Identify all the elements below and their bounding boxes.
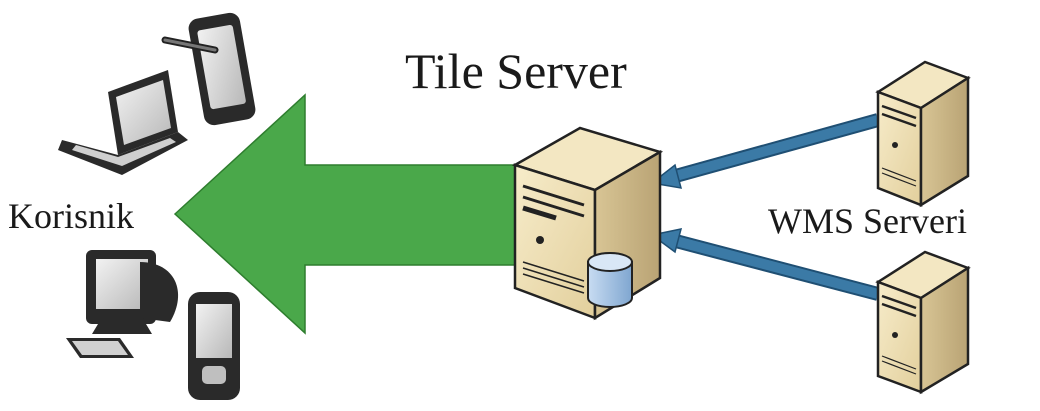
desktop-computer-icon [66,250,179,358]
wms-servers-label: WMS Serveri [768,201,967,241]
wms-arrow-top [650,113,880,189]
wms-server-top-icon [875,60,971,208]
laptop-icon [58,70,188,175]
wms-server-bottom-icon [875,250,971,395]
database-icon [587,252,633,308]
user-label: Korisnik [8,196,134,236]
pda-icon [188,292,240,400]
tablet-icon [161,12,256,126]
tile-server-title: Tile Server [405,43,627,99]
tile-server-icon [511,126,664,321]
